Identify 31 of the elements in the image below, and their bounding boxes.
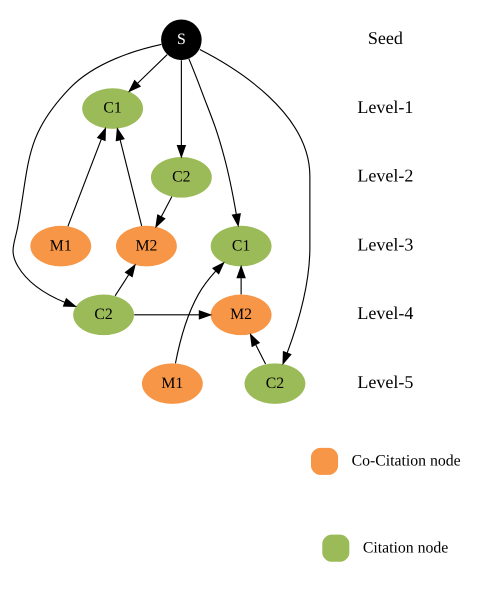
arrow [116,127,142,226]
arrow [134,310,212,320]
label: Level-2 [357,166,414,186]
arrow [250,332,266,364]
node-ellipse: C1 [210,226,272,266]
arrow [174,262,225,364]
label: Level-3 [357,234,414,254]
arrow [155,196,172,228]
arrow [236,264,246,294]
arrow [200,49,310,366]
arrow [188,58,241,228]
node-ellipse: M2 [210,294,272,336]
node-ellipse: M1 [142,363,203,404]
label: Level-5 [357,372,414,392]
arrow [128,54,168,92]
legend-label: Citation node [362,539,448,556]
legend-label: Co-Citation node [352,452,461,470]
node-circle: S [161,20,202,60]
label: Level-4 [357,303,414,324]
arrow [12,44,162,308]
node-ellipse: C2 [73,294,134,336]
node-ellipse: C2 [150,157,212,198]
node-ellipse: C1 [82,88,144,129]
arrow [114,264,136,296]
node-ellipse: M2 [116,226,177,266]
arrow [67,126,106,227]
label: Seed [368,28,403,48]
node-ellipse: M1 [30,226,92,266]
label: Level-1 [357,96,414,117]
arrow [176,60,186,159]
node-ellipse: C2 [244,363,306,404]
